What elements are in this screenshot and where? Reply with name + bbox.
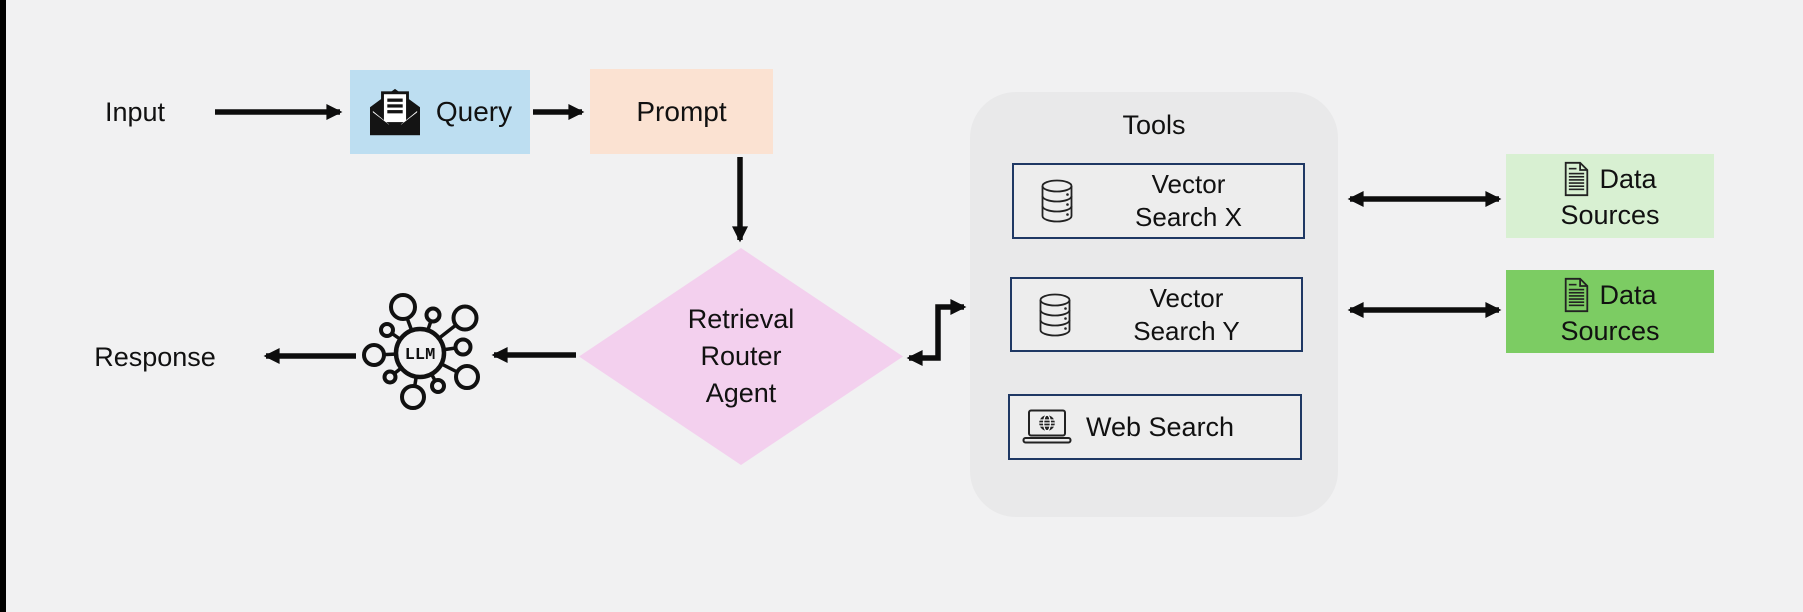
- tool-vector-search-x-label: Vector Search X: [1135, 169, 1242, 232]
- data-sources-label-line1: Data: [1599, 279, 1657, 310]
- data-sources-label-line1: Data: [1599, 164, 1657, 194]
- router-agent-diamond: Retrieval Router Agent: [579, 248, 903, 465]
- tool-web-search-label: Web Search: [1086, 411, 1235, 442]
- database-icon: [1040, 179, 1074, 223]
- tool-vector-search-x: Vector Search X: [1012, 163, 1305, 239]
- laptop-web-icon: [1022, 409, 1072, 445]
- tool-vector-search-y: Vector Search Y: [1010, 277, 1303, 352]
- arrow-router-tools-elbow: [906, 299, 967, 366]
- response-label: Response: [94, 341, 216, 372]
- prompt-node: Prompt: [590, 69, 773, 154]
- query-label: Query: [435, 96, 513, 127]
- data-sources-node-green: Data Sources: [1506, 270, 1714, 353]
- data-sources-node-light: Data Sources: [1506, 154, 1714, 238]
- document-icon: [1563, 276, 1590, 314]
- query-node: Query: [350, 70, 530, 154]
- database-icon: [1038, 293, 1072, 337]
- llm-network-icon: LLM: [352, 286, 488, 422]
- document-icon: [1563, 160, 1590, 198]
- tools-title: Tools: [1122, 110, 1186, 140]
- tool-web-search: Web Search: [1008, 394, 1302, 460]
- left-edge-bar: [0, 0, 6, 612]
- tools-panel: Tools Vector Search X: [970, 92, 1338, 517]
- diamond-shape: [579, 248, 903, 465]
- tool-vector-search-y-label: Vector Search Y: [1133, 282, 1240, 346]
- prompt-label: Prompt: [636, 95, 727, 127]
- data-sources-label-line2: Sources: [1560, 200, 1660, 230]
- router-agent-label: Retrieval Router Agent: [687, 304, 795, 408]
- llm-label: LLM: [405, 346, 436, 365]
- open-envelope-letter-icon: [368, 87, 422, 137]
- data-sources-label-line2: Sources: [1560, 315, 1660, 346]
- input-label: Input: [104, 96, 166, 127]
